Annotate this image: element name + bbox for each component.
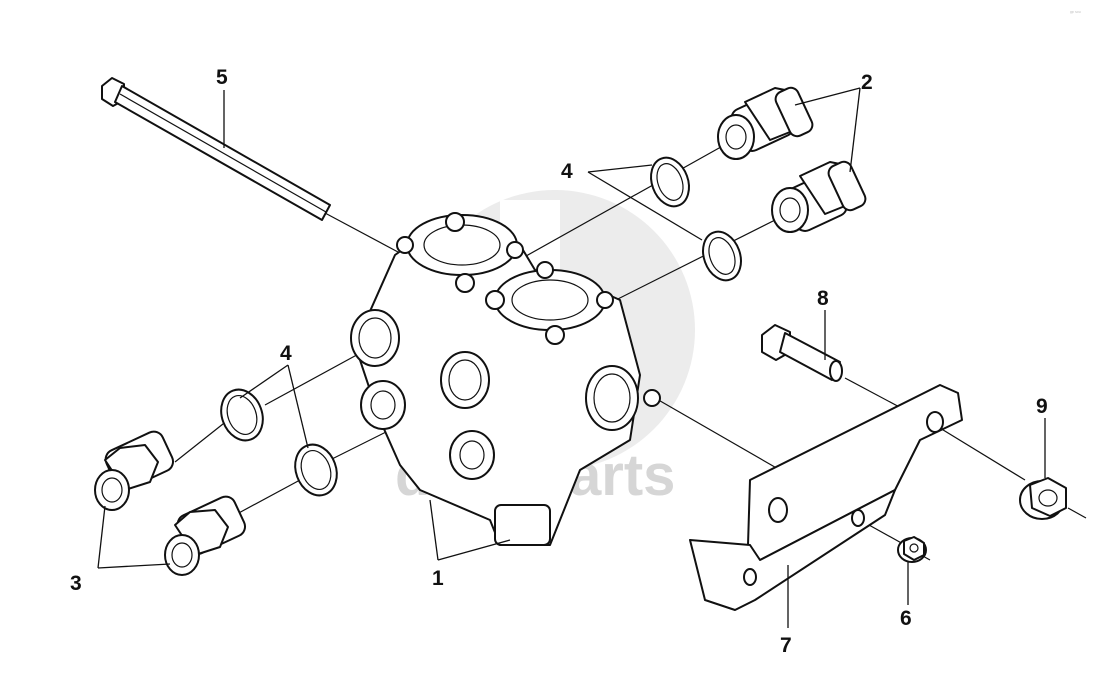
callout-6: 6 bbox=[900, 607, 912, 630]
bracket-part-7 bbox=[689, 384, 963, 611]
callout-1: 1 bbox=[432, 567, 444, 590]
fitting-part-3-upper bbox=[94, 430, 175, 511]
callout-numbers: 5 2 4 4 3 1 8 9 6 7 bbox=[70, 66, 1048, 657]
sealing-ring-lower-2 bbox=[294, 443, 338, 497]
fitting-part-2-upper bbox=[717, 86, 814, 160]
callout-9: 9 bbox=[1036, 395, 1048, 418]
callout-8: 8 bbox=[817, 287, 829, 310]
callout-4-lower: 4 bbox=[280, 342, 292, 365]
callout-7: 7 bbox=[780, 634, 792, 657]
callout-leaders bbox=[97, 87, 1046, 628]
sealing-ring-upper-1 bbox=[650, 156, 690, 208]
assembly-lines bbox=[174, 142, 1087, 561]
callout-4-upper: 4 bbox=[561, 160, 573, 183]
flange-nut-part-9 bbox=[1019, 477, 1067, 520]
callout-3: 3 bbox=[70, 572, 82, 595]
long-bolt-part-5 bbox=[101, 77, 331, 221]
fitting-part-3-lower bbox=[164, 495, 247, 576]
callout-5: 5 bbox=[216, 66, 228, 89]
valve-block-part-1 bbox=[350, 212, 661, 546]
callout-2: 2 bbox=[861, 71, 873, 94]
sealing-ring-lower-1 bbox=[220, 388, 264, 442]
corner-mark: ᵍᵖ ˢᵒᵘ bbox=[1070, 10, 1081, 16]
sealing-ring-upper-2 bbox=[702, 230, 742, 282]
fitting-part-2-lower bbox=[771, 160, 867, 233]
small-nut-part-6 bbox=[897, 536, 927, 563]
bolt-part-8 bbox=[761, 324, 843, 382]
